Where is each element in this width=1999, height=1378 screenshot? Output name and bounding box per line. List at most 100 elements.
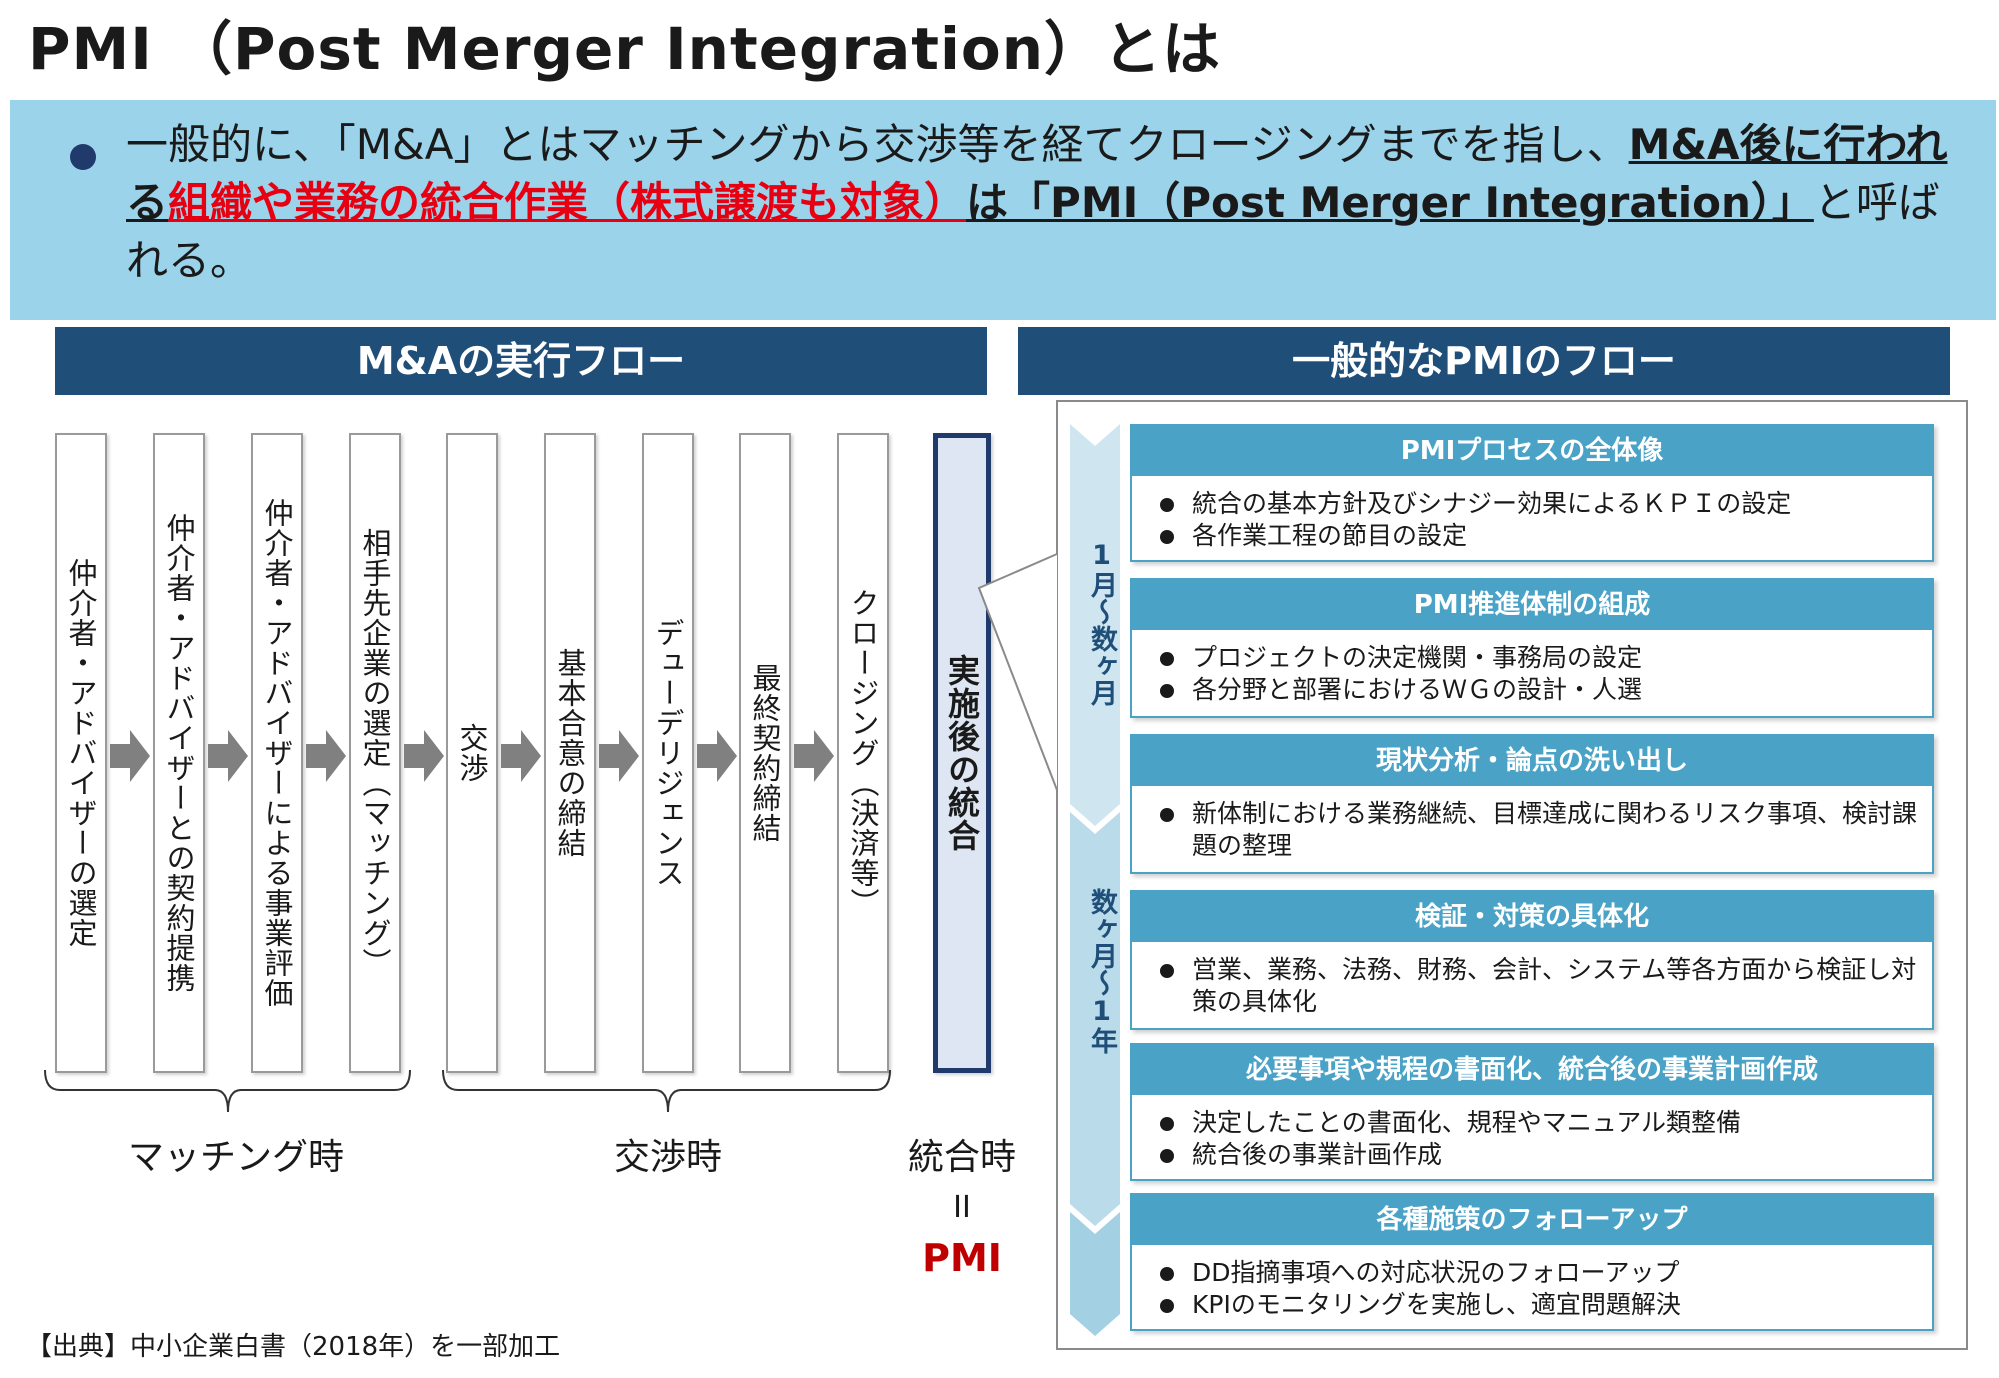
pmi-card-verification: 検証・対策の具体化 営業、業務、法務、財務、会計、システム等各方面から検証し対策… [1130,890,1934,1030]
right-arrow-icon [501,730,541,782]
right-arrow-icon [697,730,737,782]
item-text: 各作業工程の節目の設定 [1192,521,1468,550]
phase-braces [44,1070,891,1113]
pmi-card-items: 新体制における業務継続、目標達成に関わるリスク事項、検討課題の整理 [1132,786,1932,862]
definition-part2: と呼ばれる。 [126,178,1940,285]
item-text: 新体制における業務継続、目標達成に関わるリスク事項、検討課題の整理 [1192,799,1918,860]
step-label: 基本合意の締結 [553,648,587,858]
step-post-integration: 実施後の統合 [933,433,991,1073]
bullet-icon [1160,530,1174,544]
timeline-segment-3 [1070,1212,1120,1336]
pmi-card-items: DD指摘事項への対応状況のフォローアップ KPIのモニタリングを実施し、適宜問題… [1132,1245,1932,1321]
source-note: 【出典】中小企業白書（2018年）を一部加工 [26,1332,561,1362]
step-label: 交渉 [455,723,489,783]
definition-bold1: M&A後に行われる [126,120,1948,227]
pmi-card-title: 現状分析・論点の洗い出し [1132,736,1932,786]
list-item: 各分野と部署におけるＷＧの設計・人選 [1154,674,1918,706]
list-item: 営業、業務、法務、財務、会計、システム等各方面から検証し対策の具体化 [1154,954,1918,1018]
list-item: 決定したことの書面化、規程やマニュアル類整備 [1154,1107,1918,1139]
pmi-card-items: プロジェクトの決定機関・事務局の設定 各分野と部署におけるＷＧの設計・人選 [1132,630,1932,706]
timeline-segment-1 [1070,424,1120,826]
step-final-contract: 最終契約締結 [739,433,791,1073]
pmi-card-structure: PMI推進体制の組成 プロジェクトの決定機関・事務局の設定 各分野と部署における… [1130,578,1934,718]
step-label: 仲介者・アドバイザーによる事業評価 [260,498,294,1008]
definition-text: 一般的に、「M&A」とはマッチングから交渉等を経てクロージングまでを指し、M&A… [126,116,1966,290]
step-label: 最終契約締結 [748,663,782,843]
right-arrow-icon [306,730,346,782]
list-item: プロジェクトの決定機関・事務局の設定 [1154,642,1918,674]
bullet-icon [1160,498,1174,512]
matching-brace [44,1070,411,1113]
pmi-card-overview: PMIプロセスの全体像 統合の基本方針及びシナジー効果によるＫＰＩの設定 各作業… [1130,424,1934,562]
step-closing: クロージング（決済等） [837,433,889,1073]
negotiation-brace [442,1070,891,1113]
list-item: 新体制における業務継続、目標達成に関わるリスク事項、検討課題の整理 [1154,798,1918,862]
phase-integration: 統合時 [907,1137,1016,1178]
pmi-label: PMI [922,1236,1002,1280]
right-arrow-icon [208,730,248,782]
pmi-flow-header: 一般的なPMIのフロー [1018,327,1950,395]
step-basic-agreement: 基本合意の締結 [544,433,596,1073]
timeline-label-2: 数ヶ月～1年 [1086,888,1117,1054]
step-contract: 仲介者・アドバイザーとの契約提携 [153,433,205,1073]
bullet-icon [1160,684,1174,698]
list-item: DD指摘事項への対応状況のフォローアップ [1154,1257,1918,1289]
bullet-icon [70,144,96,170]
timeline-chevrons [1070,424,1120,1336]
pmi-card-followup: 各種施策のフォローアップ DD指摘事項への対応状況のフォローアップ KPIのモニ… [1130,1193,1934,1331]
item-text: 決定したことの書面化、規程やマニュアル類整備 [1192,1108,1742,1137]
item-text: KPIのモニタリングを実施し、適宜問題解決 [1192,1290,1681,1319]
equals-sign: II [953,1190,971,1225]
step-evaluation: 仲介者・アドバイザーによる事業評価 [251,433,303,1073]
list-item: 統合後の事業計画作成 [1154,1139,1918,1171]
item-text: 統合の基本方針及びシナジー効果によるＫＰＩの設定 [1192,489,1792,518]
pmi-card-documentation: 必要事項や規程の書面化、統合後の事業計画作成 決定したことの書面化、規程やマニュ… [1130,1043,1934,1181]
right-arrow-icon [404,730,444,782]
definition-part1: 一般的に、「M&A」とはマッチングから交渉等を経てクロージングまでを指し、 [126,120,1629,169]
step-label: 相手先企業の選定（マッチング） [358,528,392,978]
page-title: PMI （Post Merger Integration）とは [28,15,1222,83]
bullet-icon [1160,652,1174,666]
ma-flow-header: M&Aの実行フロー [55,327,987,395]
right-arrow-icon [110,730,150,782]
pmi-card-items: 統合の基本方針及びシナジー効果によるＫＰＩの設定 各作業工程の節目の設定 [1132,476,1932,552]
step-label: クロージング（決済等） [846,588,880,918]
definition-banner: 一般的に、「M&A」とはマッチングから交渉等を経てクロージングまでを指し、M&A… [10,100,1996,320]
list-item: 各作業工程の節目の設定 [1154,520,1918,552]
step-label: 実施後の統合 [943,654,981,852]
bullet-icon [1160,808,1174,822]
bullet-icon [1160,1299,1174,1313]
step-label: デューデリジェンス [651,618,685,888]
callout-pointer [977,553,1058,791]
bullet-icon [1160,964,1174,978]
item-text: プロジェクトの決定機関・事務局の設定 [1192,643,1643,672]
pmi-card-analysis: 現状分析・論点の洗い出し 新体制における業務継続、目標達成に関わるリスク事項、検… [1130,734,1934,874]
item-text: 営業、業務、法務、財務、会計、システム等各方面から検証し対策の具体化 [1192,955,1917,1016]
list-item: KPIのモニタリングを実施し、適宜問題解決 [1154,1289,1918,1321]
pmi-card-title: 検証・対策の具体化 [1132,892,1932,942]
item-text: 統合後の事業計画作成 [1192,1140,1443,1169]
step-label: 仲介者・アドバイザーとの契約提携 [162,513,196,993]
bullet-icon [1160,1117,1174,1131]
item-text: DD指摘事項への対応状況のフォローアップ [1192,1258,1680,1287]
phase-matching: マッチング時 [128,1137,345,1178]
step-negotiation: 交渉 [446,433,498,1073]
step-selection: 仲介者・アドバイザーの選定 [55,433,107,1073]
bullet-icon [1160,1267,1174,1281]
pmi-card-title: 必要事項や規程の書面化、統合後の事業計画作成 [1132,1045,1932,1095]
right-arrow-icon [794,730,834,782]
pmi-card-title: 各種施策のフォローアップ [1132,1195,1932,1245]
list-item: 統合の基本方針及びシナジー効果によるＫＰＩの設定 [1154,488,1918,520]
bullet-icon [1160,1149,1174,1163]
pmi-card-title: PMIプロセスの全体像 [1132,426,1932,476]
step-due-diligence: デューデリジェンス [642,433,694,1073]
pmi-card-items: 決定したことの書面化、規程やマニュアル類整備 統合後の事業計画作成 [1132,1095,1932,1171]
timeline-label-1: 1月～数ヶ月 [1086,540,1117,706]
step-label: 仲介者・アドバイザーの選定 [64,558,98,948]
pmi-card-items: 営業、業務、法務、財務、会計、システム等各方面から検証し対策の具体化 [1132,942,1932,1018]
definition-red: 組織や業務の統合作業（株式譲渡も対象） [168,178,967,227]
phase-negotiation: 交渉時 [613,1137,722,1178]
item-text: 各分野と部署におけるＷＧの設計・人選 [1192,675,1643,704]
definition-bold2: は「PMI（Post Merger Integration）」 [966,178,1814,227]
step-matching: 相手先企業の選定（マッチング） [349,433,401,1073]
